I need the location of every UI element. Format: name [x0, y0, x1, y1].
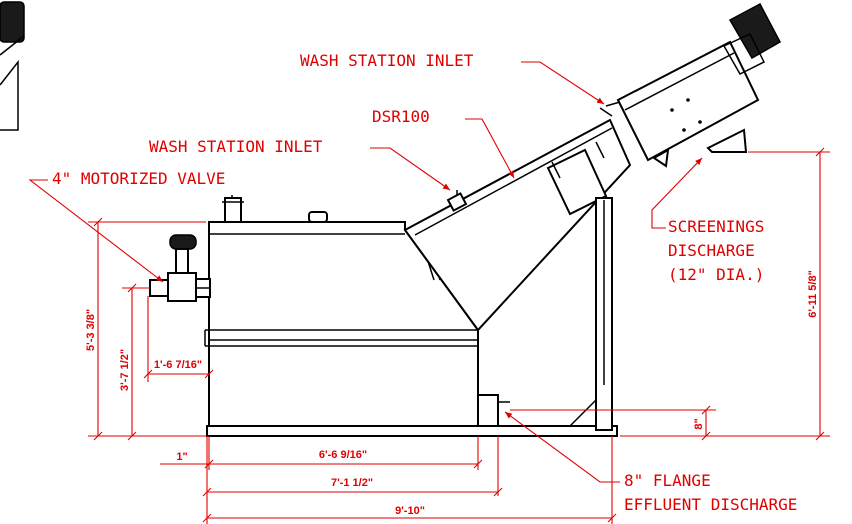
dim-flange-height: 8" [693, 418, 705, 429]
effluent-flange [477, 394, 499, 427]
callout-effluent-flange: 8" FLANGE EFFLUENT DISCHARGE [504, 411, 797, 514]
callout-text: SCREENINGS [668, 217, 764, 236]
dim-valve-offset: 1'-6 7/16" [154, 359, 202, 371]
base-skid [206, 425, 618, 437]
dimension-labels: 5'-3 3/8" 3'-7 1/2" 1'-6 7/16" 6'-11 5/8… [85, 270, 819, 517]
dim-outlet-length: 7'-1 1/2" [331, 477, 373, 489]
drive-housing [599, 2, 782, 162]
motorized-valve [149, 234, 211, 302]
callout-text: (12" DIA.) [668, 265, 764, 284]
dim-tank-length: 6'-6 9/16" [319, 449, 367, 461]
callout-text: EFFLUENT DISCHARGE [624, 495, 797, 514]
dim-discharge-height: 6'-11 5/8" [807, 270, 819, 318]
dim-overall-length: 9'-10" [395, 505, 425, 517]
callout-text: 4" MOTORIZED VALVE [52, 169, 225, 188]
callout-wash-inlet-top: WASH STATION INLET [300, 51, 605, 105]
callout-text: WASH STATION INLET [149, 137, 323, 156]
dim-valve-height: 3'-7 1/2" [119, 349, 131, 391]
dim-overall-height: 5'-3 3/8" [85, 309, 97, 351]
screw-conveyor [403, 118, 632, 332]
callout-text: DSR100 [372, 107, 430, 126]
callout-motorized-valve: 4" MOTORIZED VALVE [28, 169, 225, 283]
dim-base-offset: 1" [176, 451, 187, 463]
discharge-chute [652, 128, 748, 168]
dimension-lines [88, 147, 830, 524]
callout-text: 8" FLANGE [624, 471, 711, 490]
callout-wash-inlet-mid: WASH STATION INLET [149, 137, 451, 191]
tank-top-fittings [222, 195, 328, 223]
callout-text: DISCHARGE [668, 241, 755, 260]
callout-text: WASH STATION INLET [300, 51, 474, 70]
equipment-linework [0, 1, 782, 437]
conveyor-support [569, 197, 613, 431]
adjacent-unit-fragment [0, 1, 25, 131]
main-tank [204, 221, 479, 427]
callout-screenings-discharge: SCREENINGS DISCHARGE (12" DIA.) [651, 157, 764, 284]
callout-dsr100: DSR100 [372, 107, 515, 179]
